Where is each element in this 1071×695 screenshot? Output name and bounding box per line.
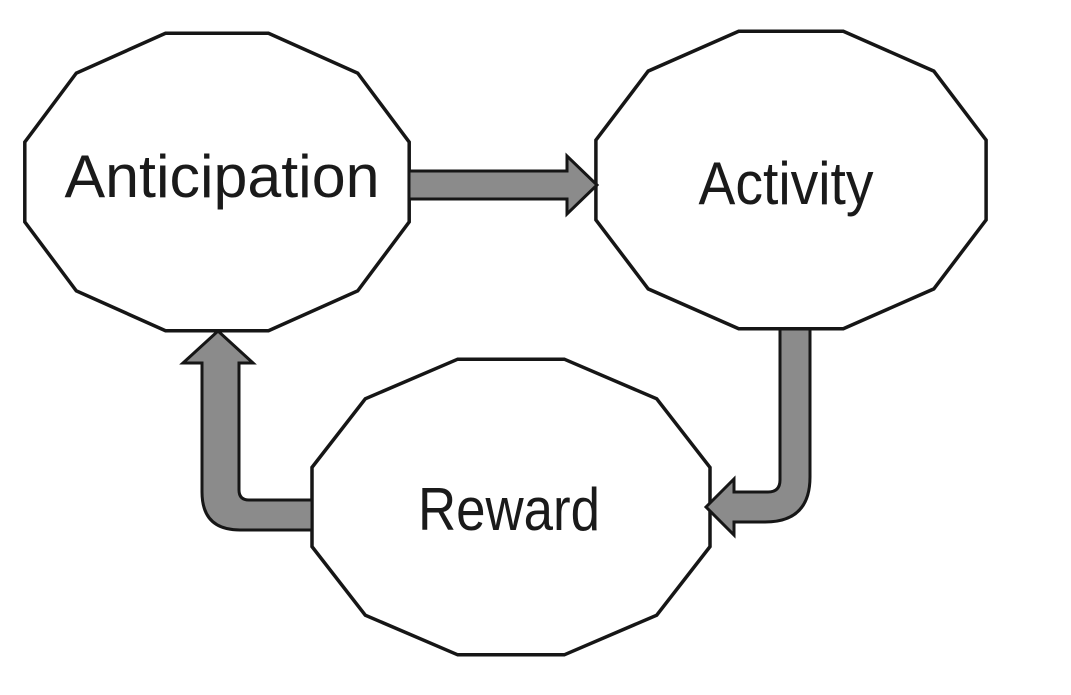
node-reward	[310, 357, 712, 657]
node-label-activity: Activity	[699, 150, 874, 217]
node-activity	[594, 29, 988, 331]
node-label-reward: Reward	[418, 476, 600, 543]
connector-arrow-anticipation-to-activity	[407, 152, 600, 218]
node-anticipation	[23, 31, 411, 333]
connector-arrow-reward-to-anticipation	[179, 328, 314, 532]
node-label-anticipation: Anticipation	[65, 143, 380, 210]
connector-arrow-activity-to-reward	[703, 327, 812, 539]
